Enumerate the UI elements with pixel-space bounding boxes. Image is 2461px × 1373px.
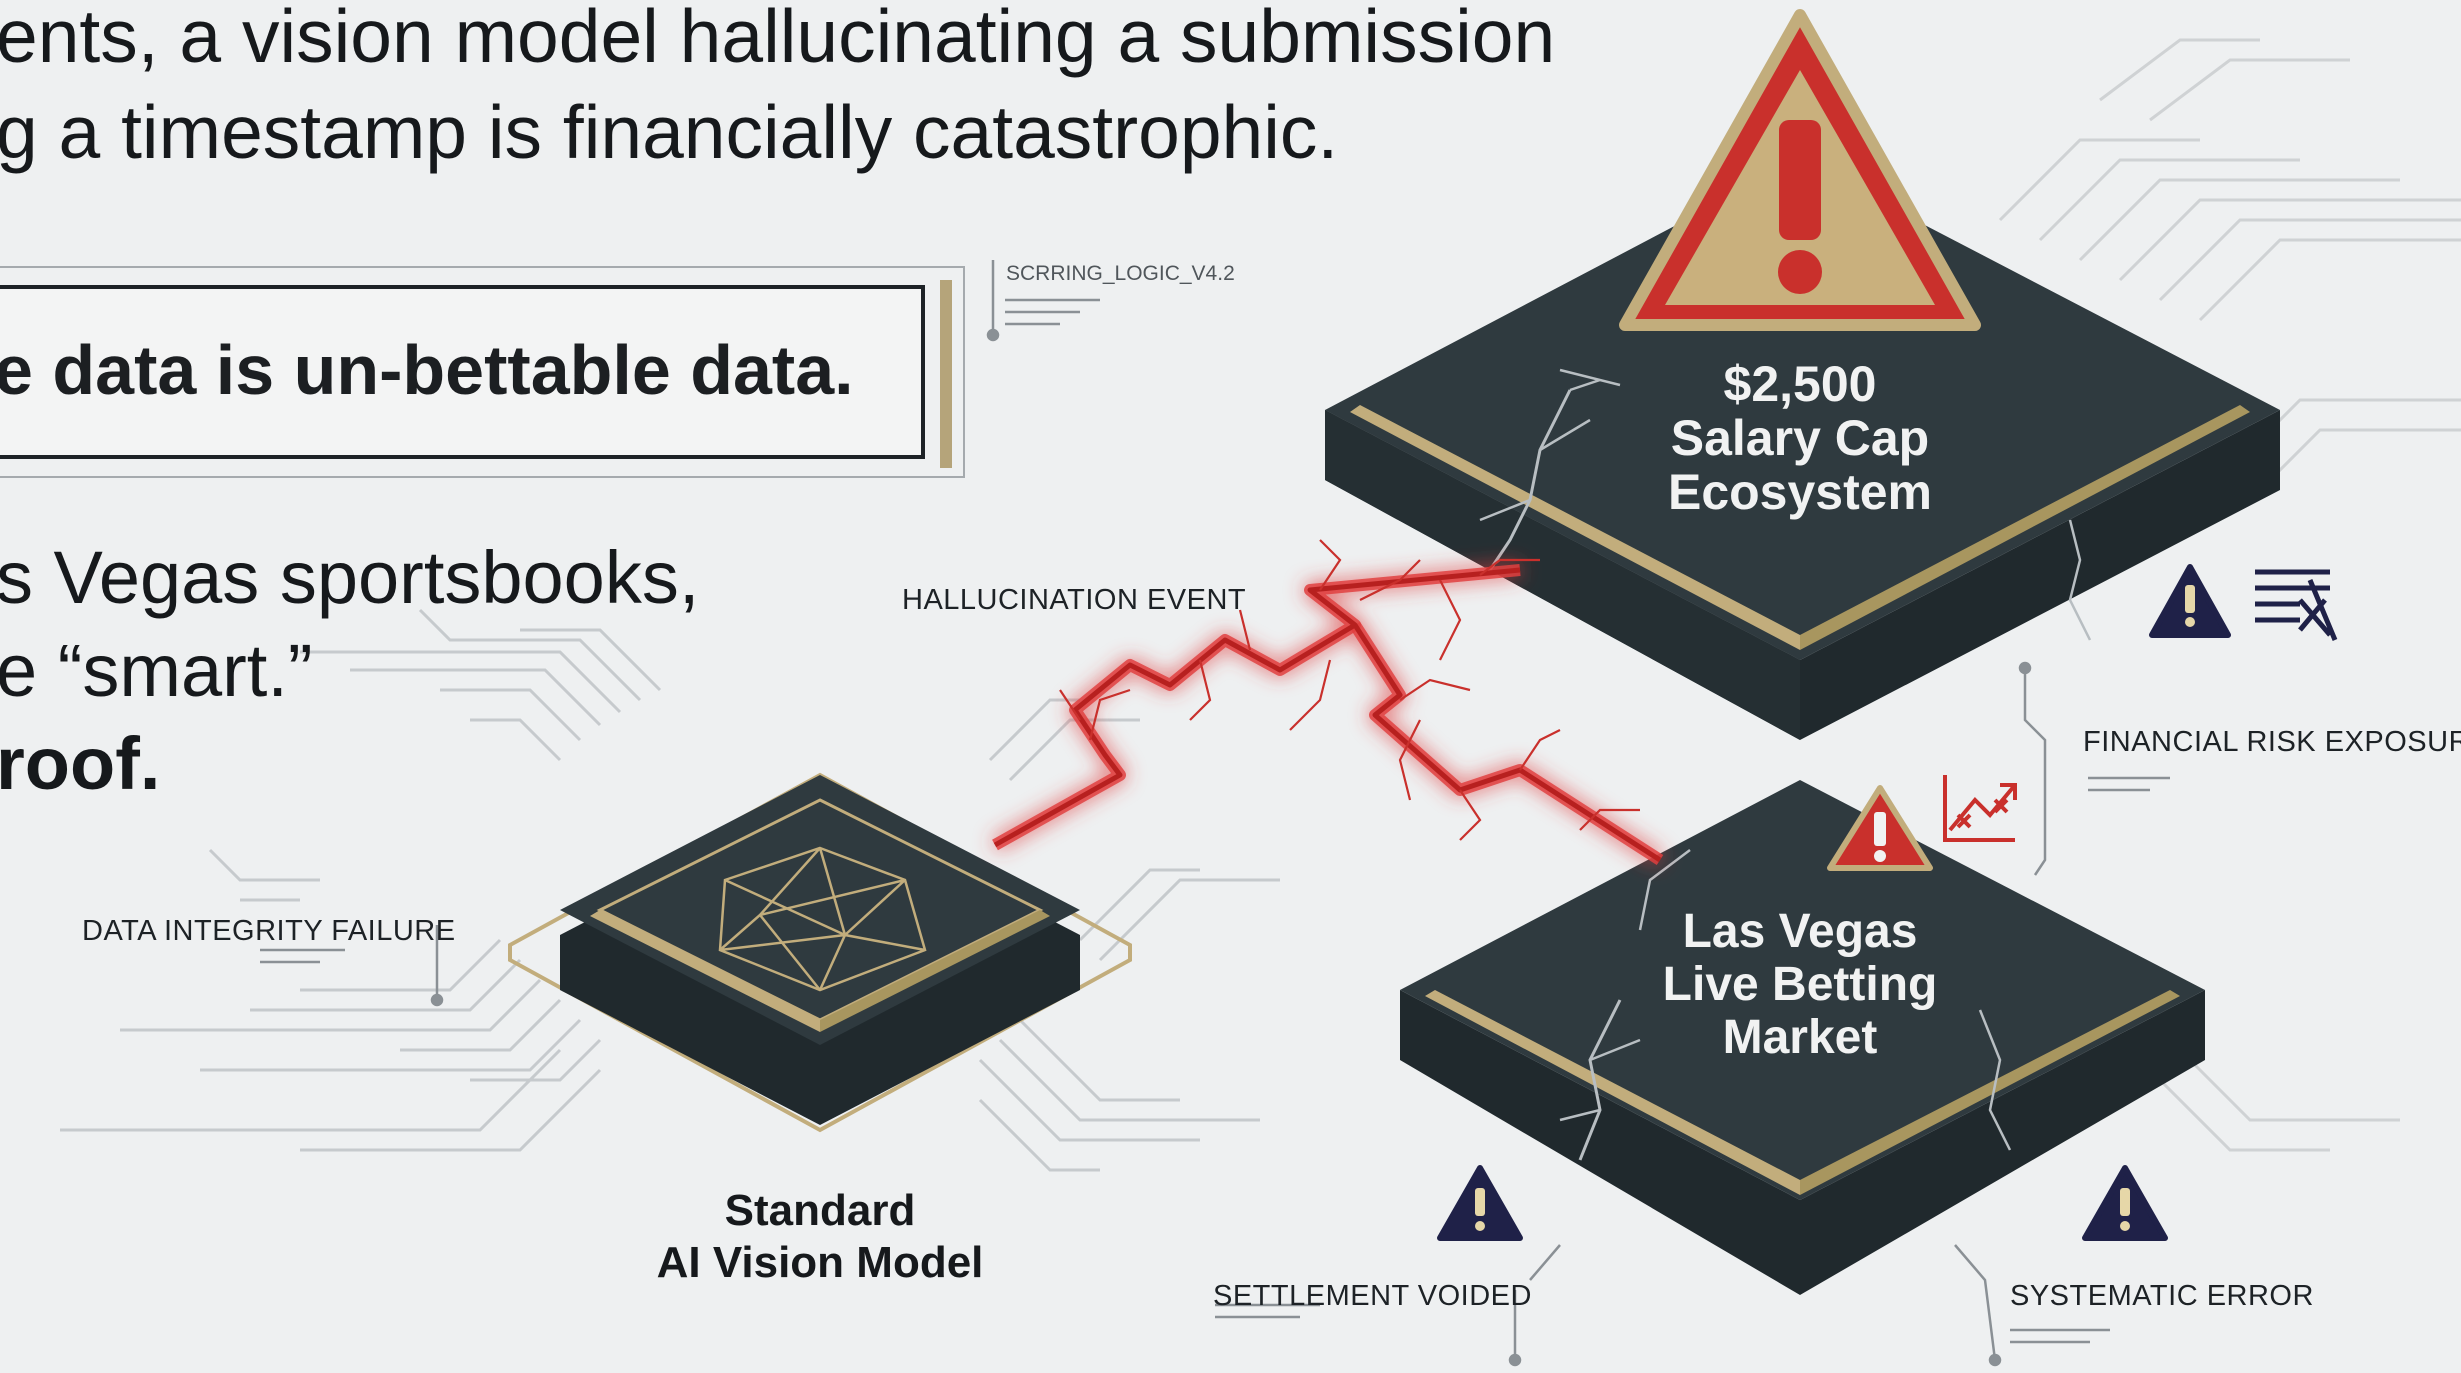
- financial-risk-exposure-label: FINANCIAL RISK EXPOSURE: [2083, 726, 2461, 758]
- logic-version-tag: SCRRING_LOGIC_V4.2: [1006, 262, 1235, 285]
- salary-cap-title-line-2: Salary Cap: [1670, 410, 1930, 466]
- las-vegas-title-line-2: Live Betting: [1662, 958, 1938, 1011]
- hallucination-trace-core: [993, 567, 1662, 863]
- circuit-traces-right: [1998, 38, 2461, 1152]
- salary-cap-title-line-1: $2,500: [1723, 356, 1877, 412]
- quote-box: [0, 285, 925, 459]
- vegas-alert-icon: [1827, 785, 1933, 871]
- data-integrity-failure-label: DATA INTEGRITY FAILURE: [82, 915, 456, 947]
- ai-vision-model-chip: [508, 772, 1132, 1133]
- quote-accent-bar: [940, 280, 952, 468]
- intro-text-line-2: g a timestamp is financially catastrophi…: [0, 90, 1339, 174]
- trend-chart-icon: [1943, 775, 2017, 842]
- geodesic-icon: [718, 846, 927, 992]
- circuit-traces-left: [60, 608, 1280, 1172]
- warning-icon: [2149, 564, 2231, 638]
- salary-cap-title: $2,500 Salary Cap Ecosystem: [1600, 357, 2000, 519]
- quote-text: e data is un-bettable data.: [0, 331, 854, 409]
- warning-icon-systematic: [2082, 1165, 2168, 1241]
- salary-cap-title-line-3: Ecosystem: [1667, 464, 1933, 520]
- las-vegas-market-title: Las Vegas Live Betting Market: [1600, 905, 2000, 1064]
- document-error-icon: [2255, 569, 2338, 641]
- las-vegas-title-line-1: Las Vegas: [1682, 905, 1918, 958]
- lead-line-3: roof.: [0, 722, 161, 805]
- settlement-voided-label: SETTLEMENT VOIDED: [1213, 1280, 1532, 1312]
- ai-vision-model-title: Standard AI Vision Model: [620, 1185, 1020, 1289]
- las-vegas-title-line-3: Market: [1722, 1011, 1878, 1064]
- big-alert-triangle-icon: [1619, 9, 1981, 331]
- hallucination-sparks: [1059, 539, 1640, 841]
- las-vegas-chip: [1400, 780, 2205, 1295]
- intro-text-line-1: ents, a vision model hallucinating a sub…: [0, 0, 1556, 78]
- ai-vision-model-title-line-1: Standard: [724, 1186, 916, 1235]
- systematic-error-label: SYSTEMATIC ERROR: [2010, 1280, 2314, 1312]
- warning-icon-settlement: [1437, 1165, 1523, 1241]
- hallucination-event-label: HALLUCINATION EVENT: [902, 584, 1247, 616]
- salary-cap-chip: [1325, 160, 2280, 740]
- label-leaders: [260, 260, 2170, 1367]
- lead-line-1: s Vegas sportsbooks,: [0, 536, 700, 619]
- quote-frame: [0, 266, 965, 478]
- lead-line-2: e “smart.”: [0, 629, 313, 712]
- ai-vision-model-title-line-2: AI Vision Model: [656, 1238, 984, 1287]
